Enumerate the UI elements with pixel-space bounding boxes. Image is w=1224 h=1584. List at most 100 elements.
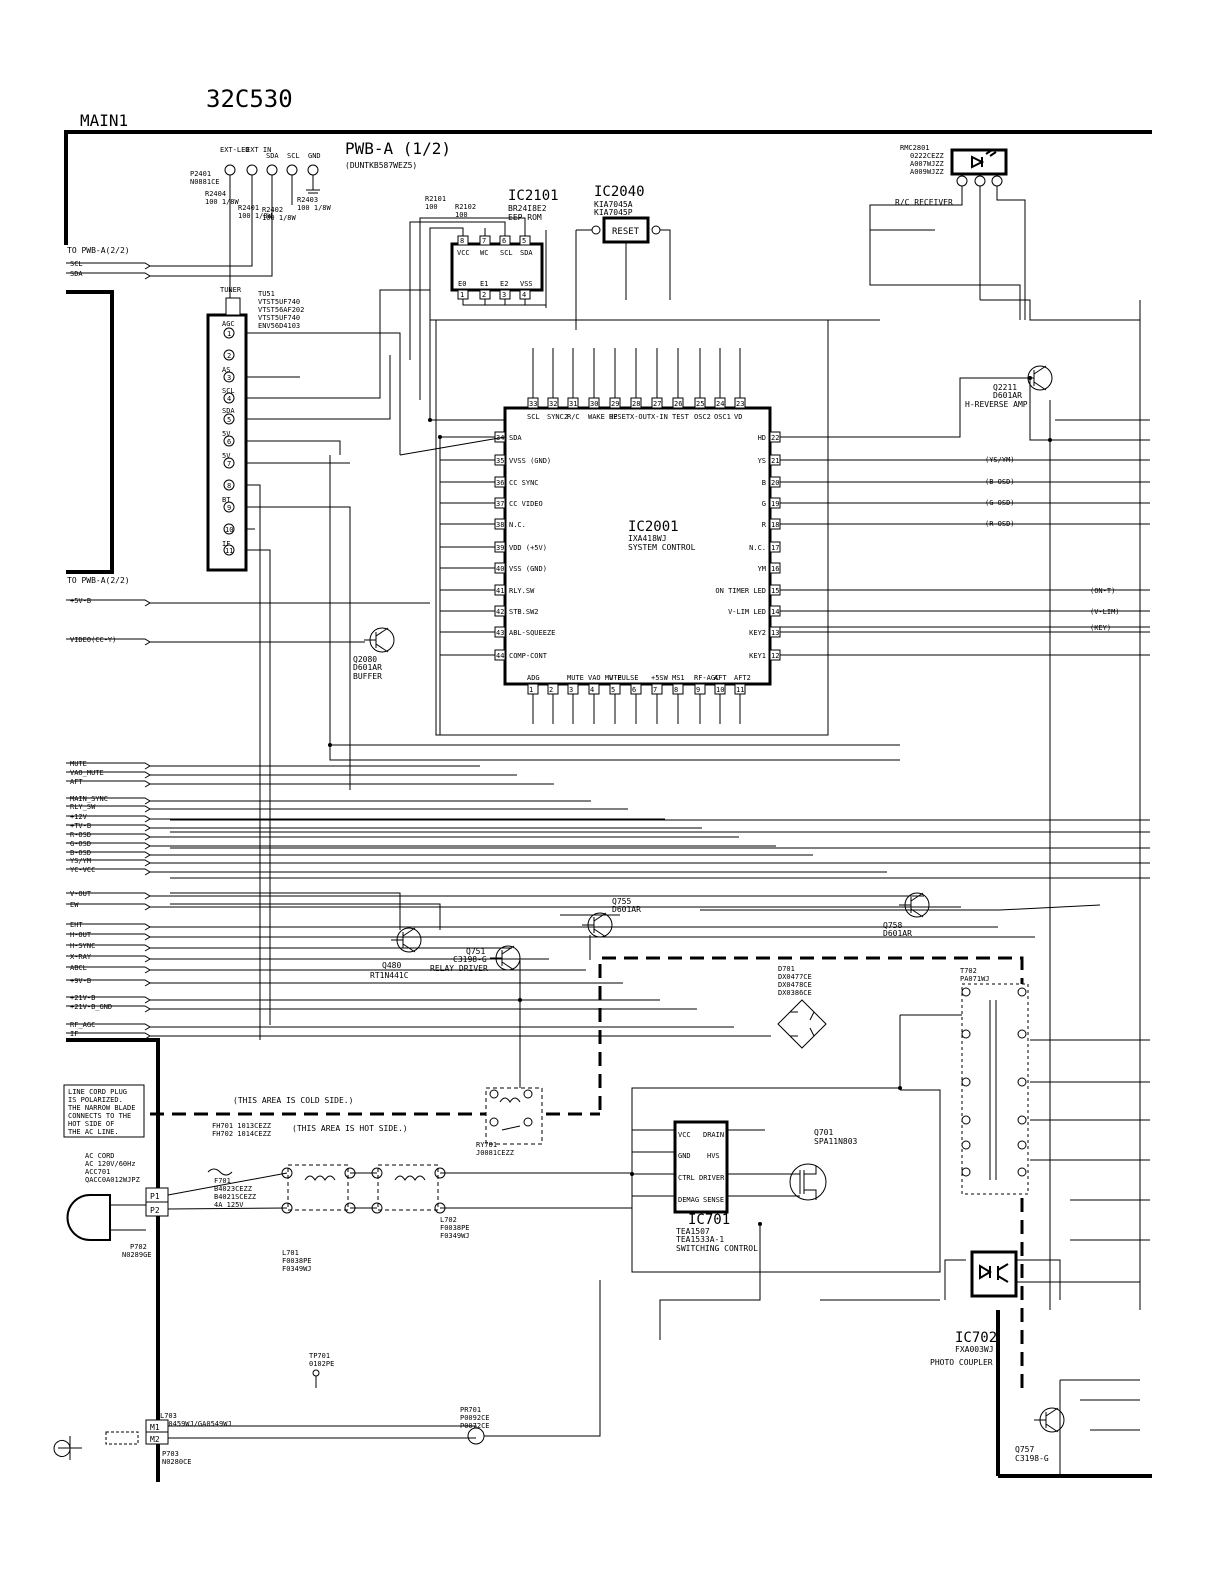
svg-text:7: 7 xyxy=(227,460,231,468)
pin-name: SYNC2 xyxy=(547,413,568,421)
q2211: Q2211 D601AR H-REVERSE AMP xyxy=(965,365,1053,409)
bus-label: ABCL xyxy=(70,964,87,972)
svg-text:(KEY): (KEY) xyxy=(1090,624,1111,632)
pin-number: 40 xyxy=(496,565,504,573)
svg-text:RESET: RESET xyxy=(612,227,640,237)
svg-text:IC2101: IC2101 xyxy=(508,188,559,204)
svg-text:3: 3 xyxy=(502,291,506,299)
bus-label: +TV-B xyxy=(70,822,91,830)
svg-text:P2: P2 xyxy=(150,1206,160,1215)
svg-text:SPA11N803: SPA11N803 xyxy=(814,1137,858,1146)
q2080: Q2080 D601AR BUFFER xyxy=(353,627,395,681)
svg-text:6: 6 xyxy=(502,237,506,245)
bus-label: EW xyxy=(70,901,79,909)
svg-text:TP701: TP701 xyxy=(309,1352,330,1360)
svg-text:Q2211: Q2211 xyxy=(993,383,1017,392)
pin-number: 15 xyxy=(771,587,779,595)
svg-text:QACC0A012WJPZ: QACC0A012WJPZ xyxy=(85,1176,140,1184)
svg-text:RY701: RY701 xyxy=(476,1141,497,1149)
pin-number: 28 xyxy=(632,400,640,408)
svg-text:M2: M2 xyxy=(150,1435,160,1444)
svg-text:100 1/8W: 100 1/8W xyxy=(262,214,297,222)
pin-number: 37 xyxy=(496,500,504,508)
svg-text:1: 1 xyxy=(227,330,231,338)
svg-text:SYSTEM CONTROL: SYSTEM CONTROL xyxy=(628,543,696,552)
bus-label: MUTE xyxy=(70,760,87,768)
q480: Q480 RT1N441C xyxy=(370,927,422,980)
frame-left-inset xyxy=(66,290,114,574)
bus-label: RLY_SW xyxy=(70,803,96,811)
pin-number: 38 xyxy=(496,521,504,529)
svg-text:AS: AS xyxy=(222,366,230,374)
pin-name: KEY2 xyxy=(749,629,766,637)
svg-text:Q755: Q755 xyxy=(612,897,631,906)
svg-text:100 1/8W: 100 1/8W xyxy=(297,204,332,212)
left-signals-top: TO PWB-A(2/2) SCL SDA xyxy=(66,210,273,280)
svg-text:RT1N441C: RT1N441C xyxy=(370,971,409,980)
pin-number: 16 xyxy=(771,565,779,573)
svg-text:BT: BT xyxy=(222,496,231,504)
svg-text:SDA: SDA xyxy=(520,249,533,257)
svg-text:P2401: P2401 xyxy=(190,170,211,178)
pin-name: OSC2 xyxy=(694,413,711,421)
svg-text:HVS: HVS xyxy=(707,1152,720,1160)
svg-text:R2102: R2102 xyxy=(455,203,476,211)
svg-text:VSS: VSS xyxy=(520,280,533,288)
svg-text:IC702: IC702 xyxy=(955,1330,997,1346)
pin-name: +5SW xyxy=(651,674,669,682)
q758: Q758 D601AR xyxy=(883,892,930,938)
bus-label: +9V-B xyxy=(70,977,91,985)
pin-number: 11 xyxy=(736,686,744,694)
pin-number: 36 xyxy=(496,479,504,487)
svg-text:SCL: SCL xyxy=(70,260,83,268)
svg-text:R2101: R2101 xyxy=(425,195,446,203)
svg-text:CONNECTS TO THE: CONNECTS TO THE xyxy=(68,1112,131,1120)
svg-text:RMC2801: RMC2801 xyxy=(900,144,930,152)
q751: Q751 C3198-G RELAY DRIVER xyxy=(430,945,521,973)
bus-label: IF xyxy=(70,1030,78,1038)
pin-number: 27 xyxy=(653,400,661,408)
svg-text:BUFFER: BUFFER xyxy=(353,672,382,681)
svg-text:AC 120V/60Hz: AC 120V/60Hz xyxy=(85,1160,136,1168)
pin-name: OSC1 xyxy=(714,413,731,421)
pin-name: HD xyxy=(758,434,766,442)
svg-text:FXA003WJ: FXA003WJ xyxy=(955,1345,994,1354)
bus-label: AFT xyxy=(70,778,83,786)
svg-text:4: 4 xyxy=(227,395,231,403)
pin-number: 44 xyxy=(496,652,504,660)
svg-text:N0881CE: N0881CE xyxy=(190,178,220,186)
pin-name: VSS (GND) xyxy=(509,565,547,573)
svg-text:R2402: R2402 xyxy=(262,206,283,214)
svg-text:J0081CEZZ: J0081CEZZ xyxy=(476,1149,514,1157)
pin-number: 8 xyxy=(674,686,678,694)
ic2101-eeprom: IC2101 BR24I8E2 EEP ROM 8 7 6 5 1 2 3 4 … xyxy=(409,188,559,420)
svg-text:VTST5UF740: VTST5UF740 xyxy=(258,314,300,322)
pin-name: N.C. xyxy=(509,521,526,529)
bus-label: H-OUT xyxy=(70,931,92,939)
svg-text:TO PWB-A(2/2): TO PWB-A(2/2) xyxy=(67,576,130,585)
svg-text:EXT IN: EXT IN xyxy=(246,146,271,154)
svg-text:IC701: IC701 xyxy=(688,1212,730,1228)
pin-number: 22 xyxy=(771,434,779,442)
connector-p2401: P2401 N0881CE EXT-LED EXT IN SDA SCL GND… xyxy=(190,146,476,300)
pin-name: WAKE UP xyxy=(588,413,618,421)
svg-text:DX0477CE: DX0477CE xyxy=(778,973,812,981)
pin-number: 33 xyxy=(529,400,537,408)
pin-number: 20 xyxy=(771,479,779,487)
svg-text:E1: E1 xyxy=(480,280,488,288)
bottom-parts: L703 GA0459WJ/GA0549WJ M1 M2 P703 N0280C… xyxy=(53,1280,601,1466)
pin-name: CC SYNC xyxy=(509,479,539,487)
hot-side-note: (THIS AREA IS HOT SIDE.) xyxy=(292,1124,408,1133)
pin-name: VDD (+5V) xyxy=(509,544,547,552)
pin-number: 30 xyxy=(590,400,598,408)
svg-text:KIA7045A: KIA7045A xyxy=(594,200,633,209)
svg-text:SCL: SCL xyxy=(222,387,235,395)
svg-text:5V: 5V xyxy=(222,452,231,460)
pin-name: ON TIMER LED xyxy=(715,587,766,595)
pin-number: 29 xyxy=(611,400,619,408)
line-cord-note: LINE CORD PLUG IS POLARIZED. THE NARROW … xyxy=(63,1084,145,1138)
pin-number: 42 xyxy=(496,608,504,616)
svg-text:D601AR: D601AR xyxy=(993,391,1022,400)
pin-name: VVSS (GND) xyxy=(509,457,551,465)
